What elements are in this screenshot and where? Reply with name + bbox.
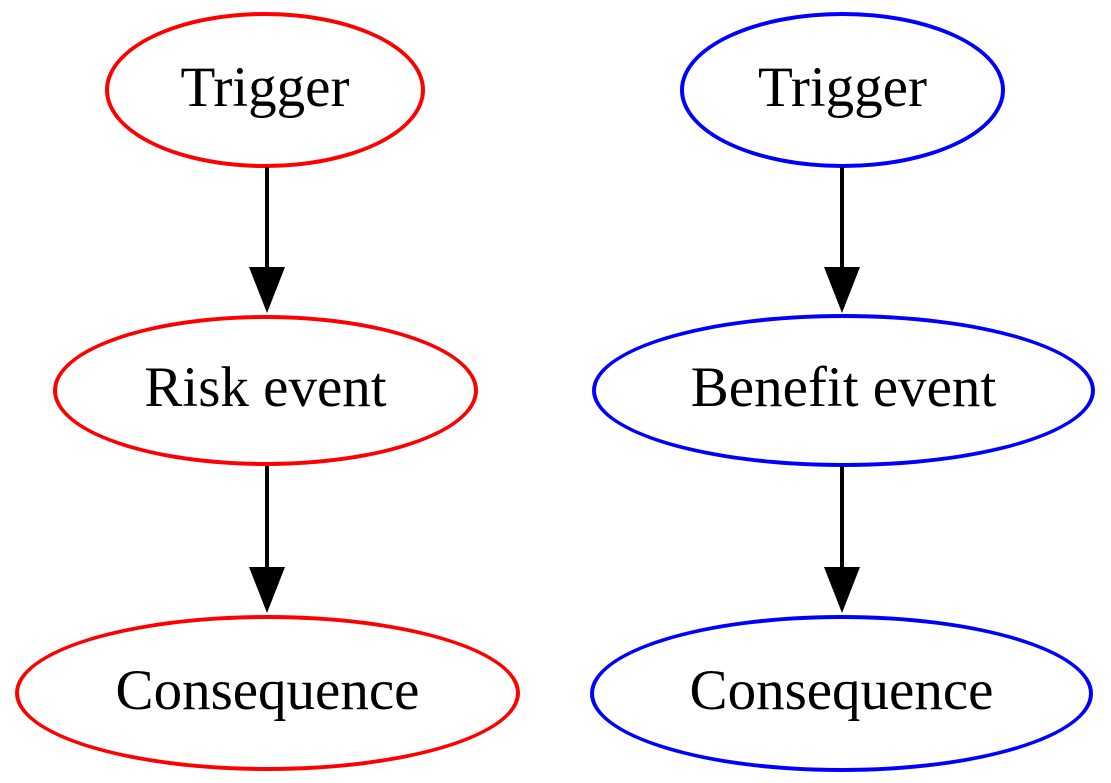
- node-risk-trigger-label: Trigger: [180, 55, 350, 119]
- node-benefit-trigger-label: Trigger: [758, 55, 927, 119]
- arrow-benefit-trigger-to-benefit-event: [824, 167, 860, 313]
- arrowhead-down-icon: [249, 267, 285, 313]
- arrow-shaft: [840, 167, 844, 267]
- arrow-risk-event-to-consequence: [249, 466, 285, 613]
- node-benefit-trigger: Trigger: [680, 12, 1005, 168]
- arrow-shaft: [265, 167, 269, 267]
- arrowhead-down-icon: [824, 267, 860, 313]
- arrow-risk-trigger-to-risk-event: [249, 167, 285, 313]
- node-benefit-event-label: Benefit event: [690, 356, 997, 419]
- node-benefit-consequence-label: Consequence: [689, 659, 994, 722]
- node-benefit-consequence: Consequence: [590, 615, 1093, 772]
- node-risk-consequence-label: Consequence: [115, 658, 420, 722]
- arrowhead-down-icon: [824, 567, 860, 613]
- node-risk-consequence: Consequence: [15, 615, 520, 771]
- arrow-shaft: [840, 466, 844, 567]
- node-risk-trigger: Trigger: [105, 12, 425, 168]
- node-risk-event-label: Risk event: [144, 356, 387, 419]
- node-risk-event: Risk event: [53, 315, 478, 466]
- node-benefit-event: Benefit event: [592, 314, 1095, 467]
- arrow-shaft: [265, 466, 269, 567]
- arrow-benefit-event-to-consequence: [824, 466, 860, 613]
- arrowhead-down-icon: [249, 567, 285, 613]
